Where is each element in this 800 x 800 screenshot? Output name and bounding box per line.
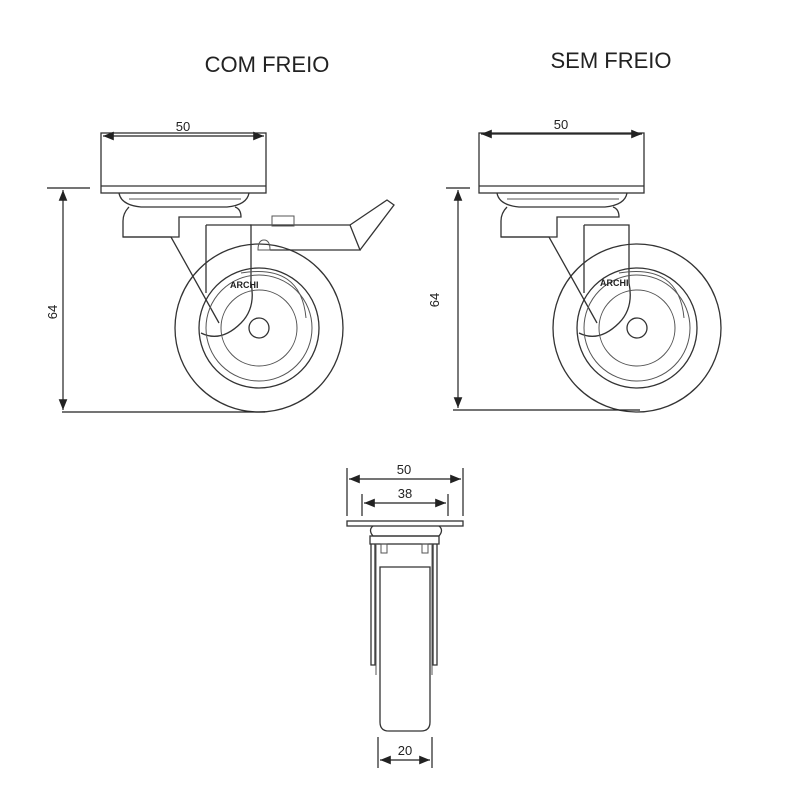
caster-front-view: 50 38 20 bbox=[346, 462, 464, 768]
bolt-spacing-label: 38 bbox=[398, 486, 412, 501]
wheel-width-label: 20 bbox=[398, 743, 412, 758]
title-with-brake: COM FREIO bbox=[205, 52, 330, 77]
height-label: 64 bbox=[427, 293, 442, 307]
plate-width-label: 50 bbox=[176, 119, 190, 134]
plate-width-label: 50 bbox=[554, 117, 568, 132]
caster-without-brake: ARCHI 50 64 bbox=[427, 117, 722, 413]
plate-width-label: 50 bbox=[397, 462, 411, 477]
brand-logo: ARCHI bbox=[230, 280, 259, 290]
brand-logo: ARCHI bbox=[600, 278, 629, 288]
brake-lever bbox=[250, 199, 395, 251]
title-without-brake: SEM FREIO bbox=[550, 48, 671, 73]
caster-with-brake: ARCHI 50 64 bbox=[45, 119, 395, 413]
height-label: 64 bbox=[45, 305, 60, 319]
